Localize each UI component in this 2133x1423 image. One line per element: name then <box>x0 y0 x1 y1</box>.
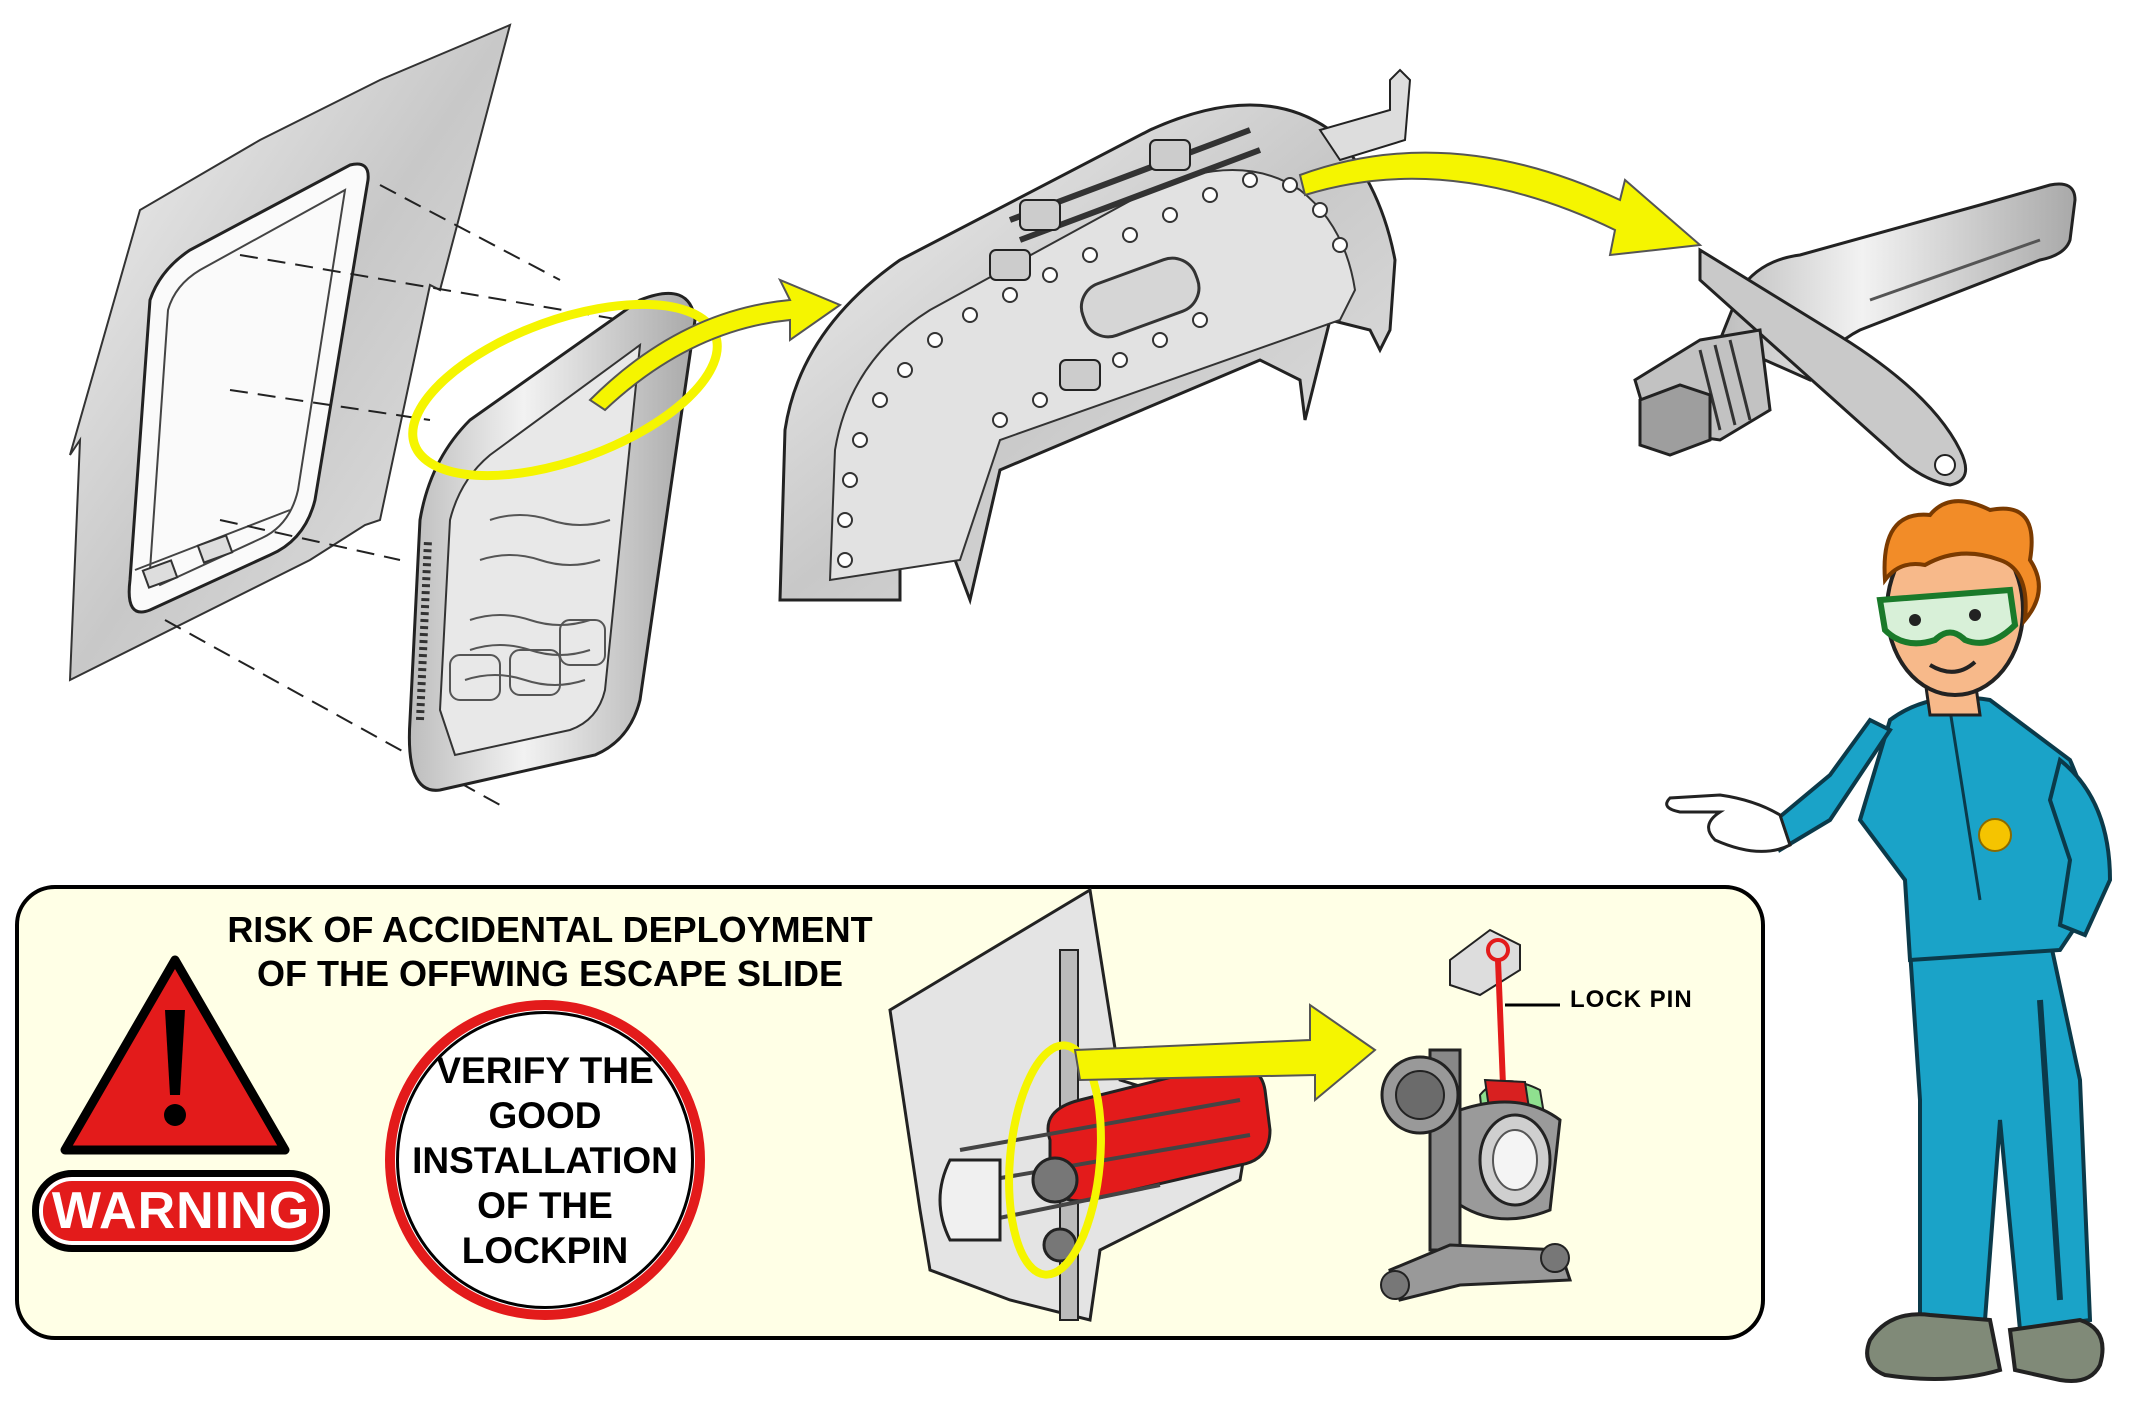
risk-title: RISK OF ACCIDENTAL DEPLOYMENT OF THE OFF… <box>190 908 910 996</box>
bolt-detail <box>1633 182 2077 487</box>
hinge-bracket <box>141 534 234 589</box>
verify-instruction: VERIFY THE GOOD INSTALLATION OF THE LOCK… <box>412 1050 678 1271</box>
lock-pin-label: LOCK PIN <box>1570 986 1693 1013</box>
door-panel <box>407 291 697 792</box>
risk-title-line2: OF THE OFFWING ESCAPE SLIDE <box>256 953 844 994</box>
verify-circle <box>385 1000 705 1320</box>
zoom-arrow-2 <box>1298 151 1703 257</box>
fuselage-panel <box>68 23 512 682</box>
risk-title-line1: RISK OF ACCIDENTAL DEPLOYMENT <box>227 909 873 950</box>
slide-mechanism-detail <box>778 68 1412 606</box>
warning-badge: WARNING <box>32 1170 330 1252</box>
zoom-arrow-1 <box>588 278 843 412</box>
technician-character <box>1665 499 2113 1383</box>
